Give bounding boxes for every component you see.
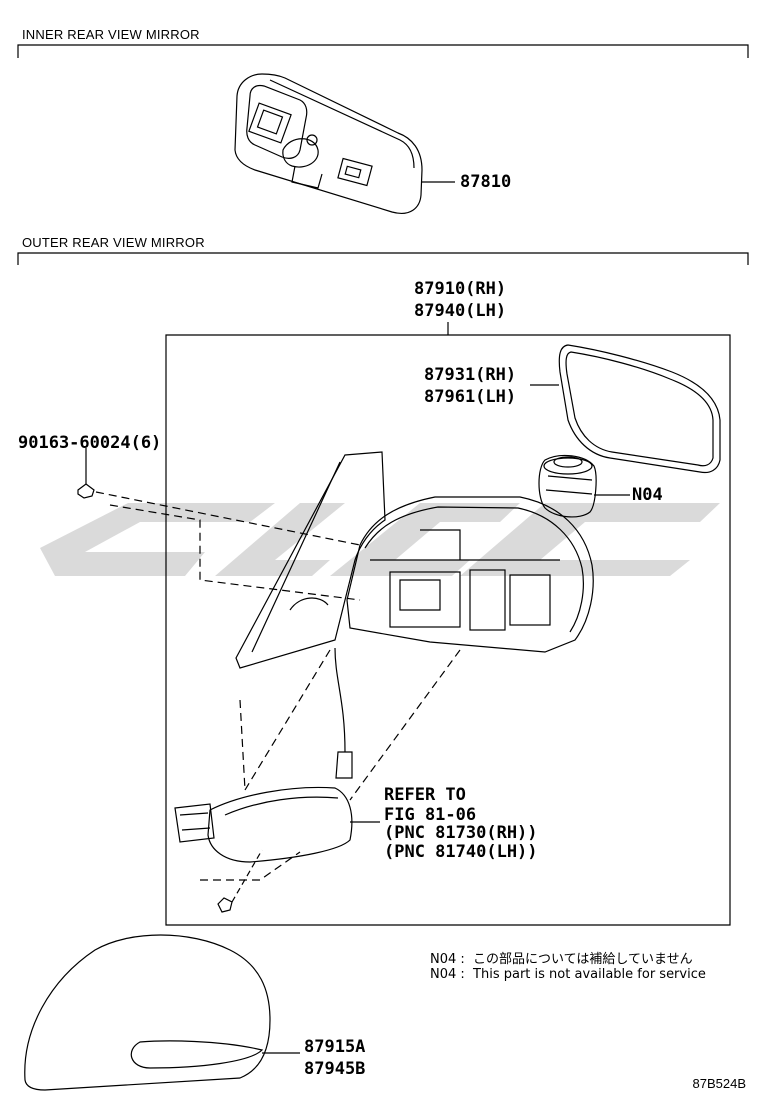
figure-code: 87B524B	[692, 1076, 747, 1091]
lamp-screw-drawing	[217, 849, 263, 913]
assembly-box	[165, 334, 731, 926]
mirror-base-drawing	[235, 451, 386, 669]
mirror-housing-drawing	[346, 496, 594, 653]
callout-motor: N04	[632, 485, 663, 505]
mirror-glass-drawing	[530, 344, 721, 474]
screw-drawing	[77, 448, 361, 601]
callout-refer-line1: REFER TO	[384, 785, 466, 805]
callout-mirror-rh: 87931(RH)	[424, 365, 517, 385]
note-line-english: N04 : This part is not available for ser…	[430, 967, 706, 982]
callout-outer-assy-lh: 87940(LH)	[414, 301, 507, 321]
section-title-outer-mirror: OUTER REAR VIEW MIRROR	[22, 235, 205, 250]
callout-inner-mirror: 87810	[460, 172, 512, 192]
note-line-japanese: N04 : この部品については補給していません	[430, 952, 693, 967]
turn-signal-drawing	[174, 649, 461, 881]
mirror-cover-drawing	[24, 934, 300, 1091]
watermark-stroke-3	[330, 503, 520, 576]
watermark-stroke-1	[40, 503, 275, 576]
inner-mirror-drawing	[234, 73, 455, 214]
inner-section-frame	[17, 44, 749, 58]
callout-screw: 90163-60024(6)	[18, 433, 162, 453]
callout-outer-assy-rh: 87910(RH)	[414, 279, 507, 299]
callout-mirror-lh: 87961(LH)	[424, 387, 517, 407]
callout-refer-line4: (PNC 81740(LH))	[384, 842, 538, 862]
callout-refer-line3: (PNC 81730(RH))	[384, 823, 538, 843]
outer-section-frame	[17, 252, 749, 265]
harness-drawing	[334, 647, 353, 779]
callout-refer-line2: FIG 81-06	[384, 805, 477, 825]
watermark-stroke-4	[460, 503, 720, 576]
callout-cover-b: 87945B	[304, 1059, 366, 1079]
motor-drawing	[538, 454, 630, 518]
section-title-inner-mirror: INNER REAR VIEW MIRROR	[22, 27, 200, 42]
callout-cover-a: 87915A	[304, 1037, 366, 1057]
